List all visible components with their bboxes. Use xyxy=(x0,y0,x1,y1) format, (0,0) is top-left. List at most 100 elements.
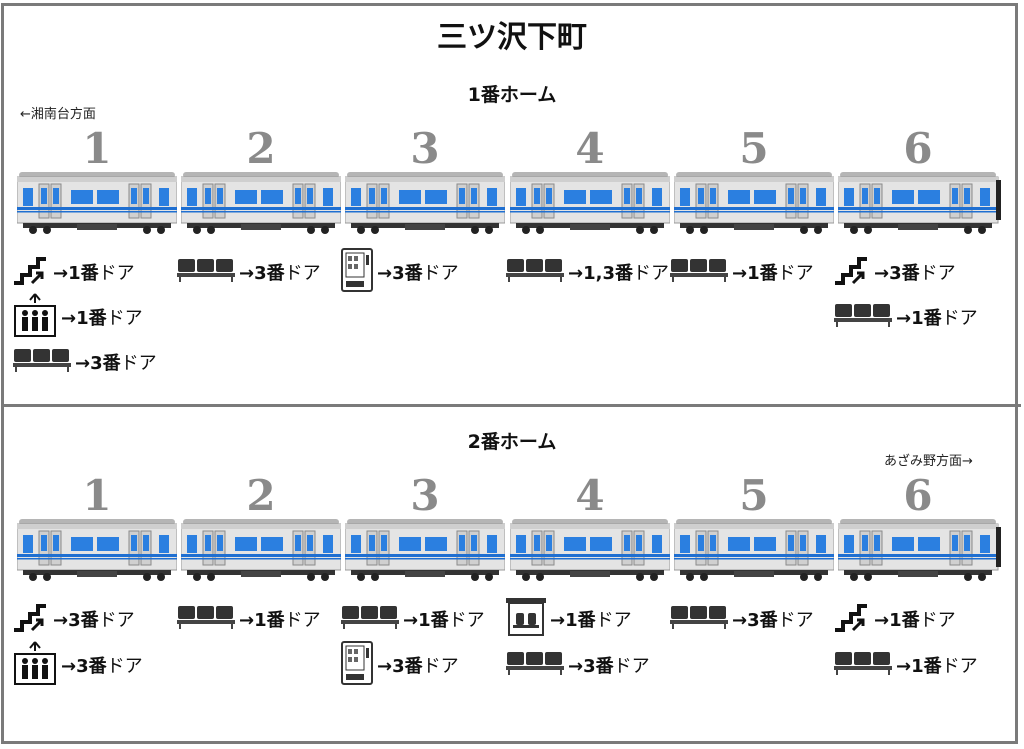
door-suffix: ドア xyxy=(919,263,956,284)
door-suffix: ドア xyxy=(941,308,978,329)
door-number: →3番 xyxy=(874,263,920,284)
car-number: 6 xyxy=(903,124,933,173)
platform-2-direction: あざみ野方面→ xyxy=(884,454,973,469)
bench-icon xyxy=(340,604,400,635)
door-number: →3番 xyxy=(53,610,99,631)
door-number: →3番 xyxy=(75,353,121,374)
door-suffix: ドア xyxy=(777,263,814,284)
car-2: 2 xyxy=(181,128,341,238)
facility-item: →3番ドア xyxy=(833,255,956,289)
platform-1-direction: ←湘南台方面 xyxy=(20,107,96,122)
car-number: 5 xyxy=(739,124,769,173)
car-number: 2 xyxy=(246,471,276,520)
platform-2-title: 2番ホーム xyxy=(467,431,557,453)
car-3: 3 xyxy=(345,475,505,585)
door-suffix: ドア xyxy=(106,308,143,329)
car-1: 1 xyxy=(17,128,177,238)
bench-icon xyxy=(505,650,565,681)
platform-1-train: 1 2 xyxy=(17,128,1002,238)
platform-divider xyxy=(1,404,1021,407)
door-number: →1番 xyxy=(896,656,942,677)
door-suffix: ドア xyxy=(919,610,956,631)
door-suffix: ドア xyxy=(595,610,632,631)
car-number: 1 xyxy=(82,124,112,173)
car-2: 2 xyxy=(181,475,341,585)
car-6: 6 xyxy=(838,471,1001,585)
vending-machine-icon xyxy=(340,247,374,298)
elevator-icon xyxy=(12,640,58,691)
car-5: 5 xyxy=(674,475,834,585)
door-number: →3番 xyxy=(61,656,107,677)
bench-icon xyxy=(176,257,236,288)
facility-item: →3番ドア xyxy=(12,602,135,636)
door-suffix: ドア xyxy=(120,353,157,374)
door-suffix: ドア xyxy=(613,656,650,677)
door-suffix: ドア xyxy=(98,263,135,284)
door-suffix: ドア xyxy=(777,610,814,631)
door-suffix: ドア xyxy=(941,656,978,677)
facility-item: →1番ドア xyxy=(340,602,485,636)
bench-icon xyxy=(669,604,729,635)
facility-item: →1,3番ドア xyxy=(505,255,669,289)
car-3: 3 xyxy=(345,128,505,238)
stairs-icon xyxy=(833,253,871,292)
car-number: 3 xyxy=(410,471,440,520)
facility-item: →3番ドア xyxy=(340,640,459,685)
waiting-room-icon xyxy=(505,597,547,642)
facility-item: →1番ドア xyxy=(12,292,143,337)
door-suffix: ドア xyxy=(422,263,459,284)
bench-icon xyxy=(669,257,729,288)
bench-icon xyxy=(833,302,893,333)
door-suffix: ドア xyxy=(98,610,135,631)
car-4: 4 xyxy=(510,475,670,585)
stairs-icon xyxy=(12,253,50,292)
car-number: 5 xyxy=(739,471,769,520)
elevator-icon xyxy=(12,292,58,343)
car-1: 1 xyxy=(17,475,177,585)
car-number: 2 xyxy=(246,124,276,173)
car-number: 6 xyxy=(903,471,933,520)
door-number: →1番 xyxy=(403,610,449,631)
platform-1-title: 1番ホーム xyxy=(467,84,557,106)
car-5: 5 xyxy=(674,128,834,238)
car-6: 6 xyxy=(838,124,1001,238)
door-number: →3番 xyxy=(377,263,423,284)
door-number: →1番 xyxy=(239,610,285,631)
car-4: 4 xyxy=(510,128,670,238)
facility-item: →3番ドア xyxy=(340,247,459,292)
door-number: →1番 xyxy=(61,308,107,329)
facility-item: →1番ドア xyxy=(833,648,978,682)
door-number: →1番 xyxy=(732,263,778,284)
car-number: 3 xyxy=(410,124,440,173)
diagram-frame xyxy=(1,3,1018,744)
bench-icon xyxy=(12,347,72,378)
station-title: 三ツ沢下町 xyxy=(437,20,587,55)
door-suffix: ドア xyxy=(632,263,669,284)
stairs-icon xyxy=(12,600,50,639)
door-number: →1番 xyxy=(550,610,596,631)
door-number: →3番 xyxy=(239,263,285,284)
door-suffix: ドア xyxy=(422,656,459,677)
facility-item: →1番ドア xyxy=(833,602,956,636)
door-number: →1番 xyxy=(874,610,920,631)
facility-item: →3番ドア xyxy=(505,648,650,682)
door-number: →3番 xyxy=(732,610,778,631)
door-number: →3番 xyxy=(568,656,614,677)
door-suffix: ドア xyxy=(284,263,321,284)
bench-icon xyxy=(833,650,893,681)
stairs-icon xyxy=(833,600,871,639)
facility-item: →1番ドア xyxy=(833,300,978,334)
facility-item: →1番ドア xyxy=(176,602,321,636)
facility-item: →3番ドア xyxy=(12,345,157,379)
facility-item: →3番ドア xyxy=(176,255,321,289)
vending-machine-icon xyxy=(340,640,374,691)
door-suffix: ドア xyxy=(106,656,143,677)
facility-item: →3番ドア xyxy=(12,640,143,685)
door-suffix: ドア xyxy=(284,610,321,631)
door-number: →1,3番 xyxy=(568,263,633,284)
door-number: →1番 xyxy=(53,263,99,284)
car-number: 4 xyxy=(575,471,605,520)
car-number: 1 xyxy=(82,471,112,520)
facility-item: →1番ドア xyxy=(12,255,135,289)
bench-icon xyxy=(505,257,565,288)
